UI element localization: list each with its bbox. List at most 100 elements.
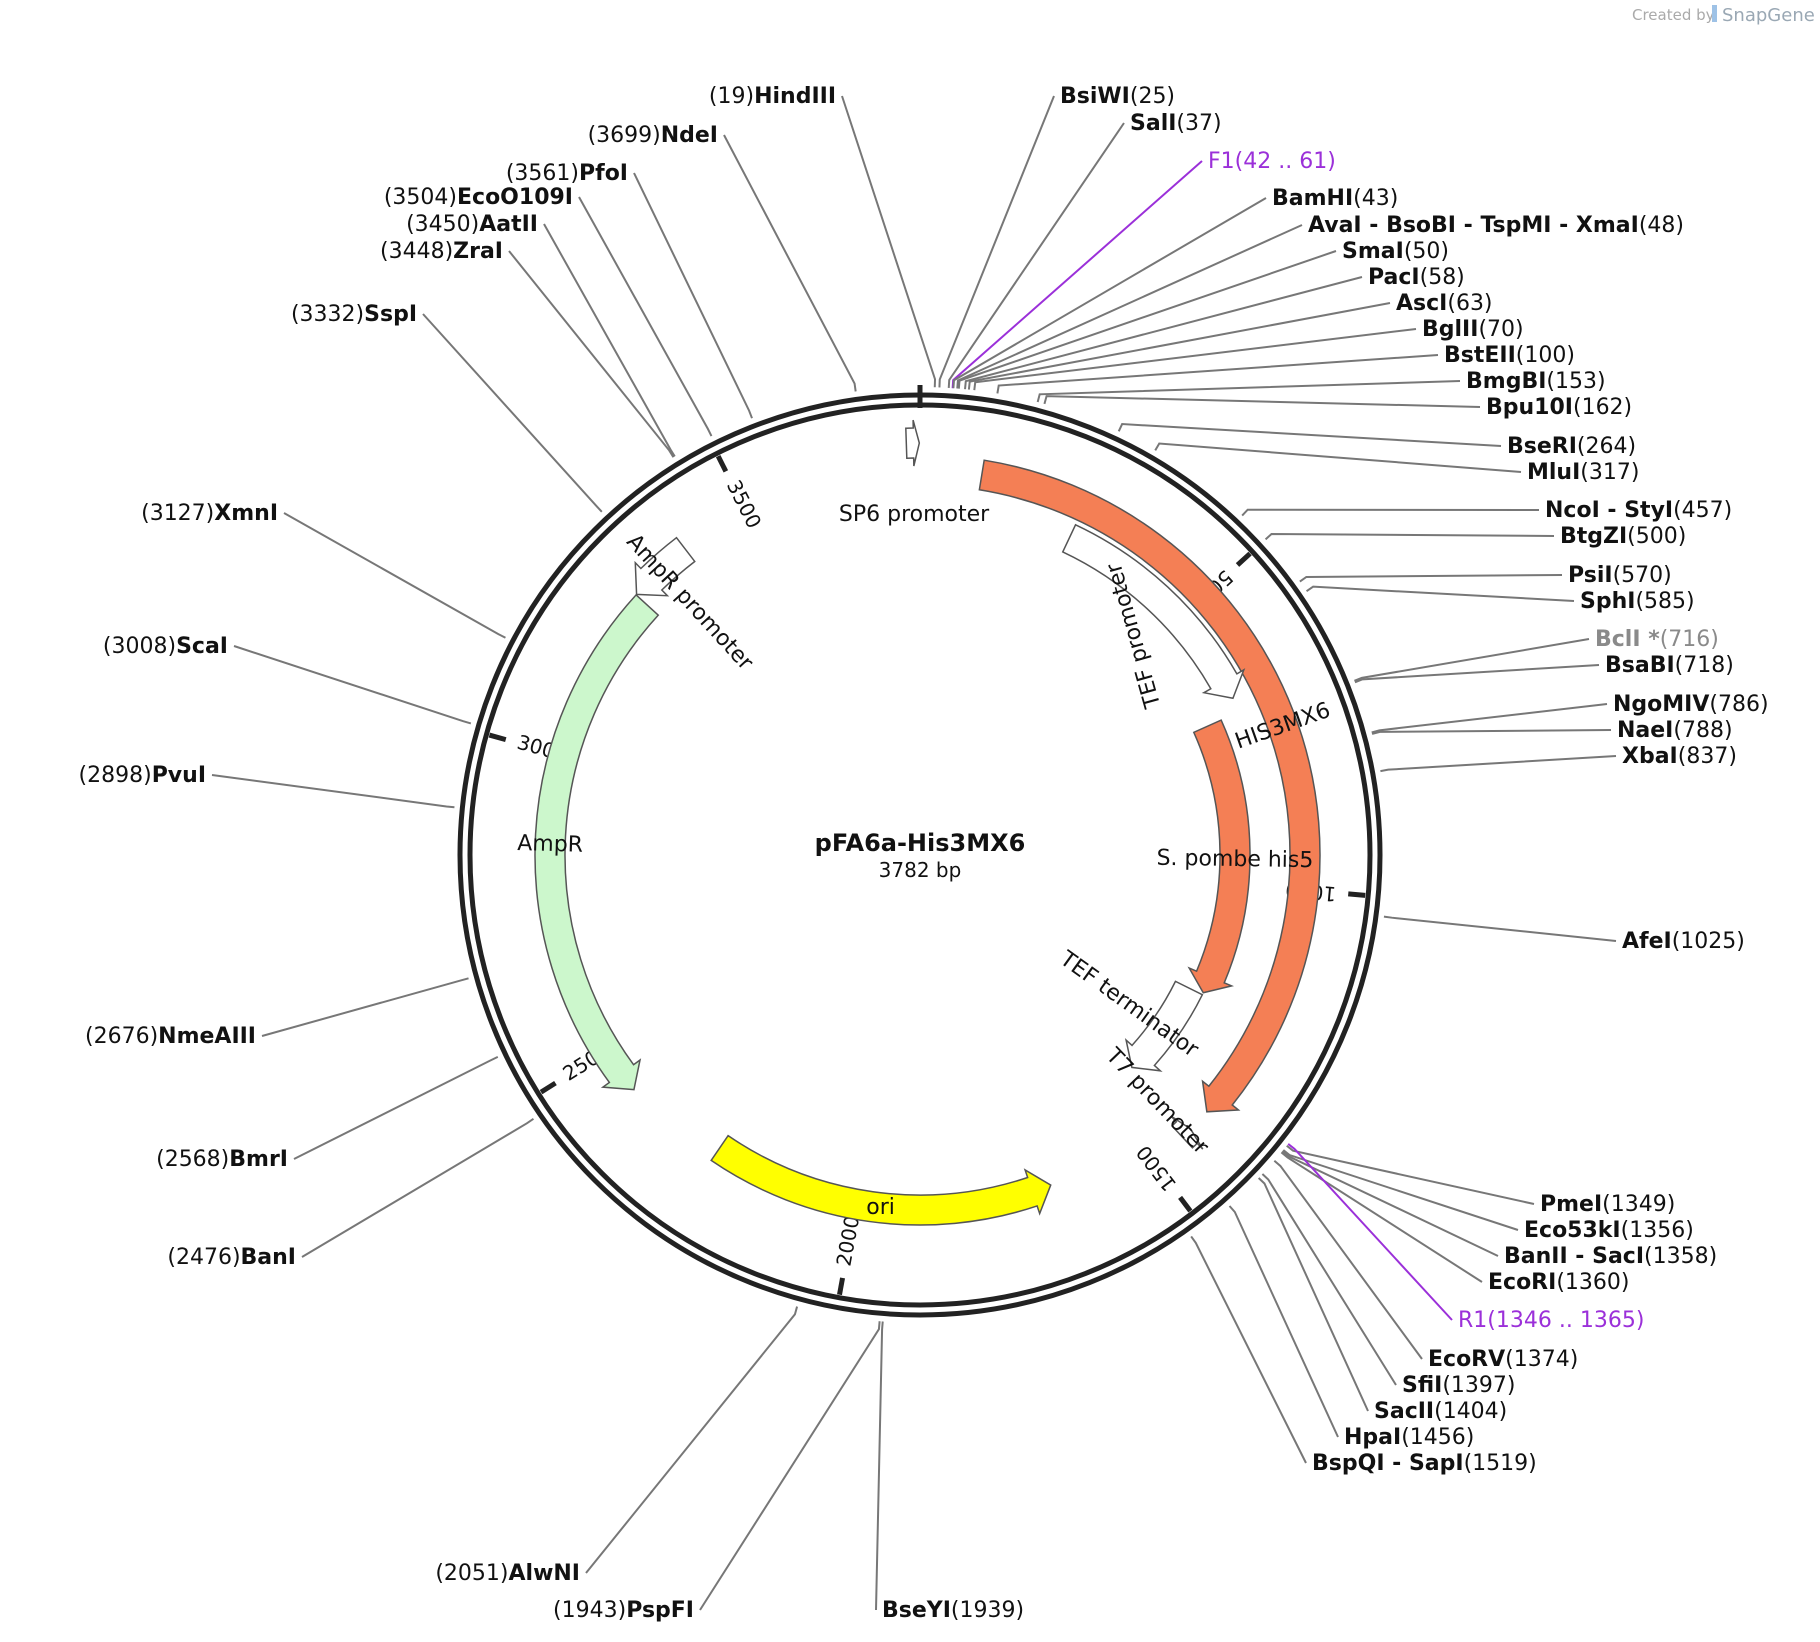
site-enzyme-name: NaeI: [1617, 718, 1673, 743]
site-position: (1358): [1644, 1244, 1717, 1269]
site-r1[interactable]: R1(1346 .. 1365): [1287, 1143, 1644, 1333]
site-position: (50): [1404, 239, 1449, 264]
site-bsteii[interactable]: BstEII(100): [996, 343, 1575, 394]
site-pvui[interactable]: (2898)PvuI: [79, 763, 455, 809]
site-position: (3332): [291, 302, 364, 327]
site-position: (25): [1130, 84, 1175, 109]
site-hpai[interactable]: HpaI(1456): [1228, 1205, 1475, 1450]
site-leader-line: [967, 302, 1391, 390]
site-label: (19)HindIII: [709, 84, 836, 109]
site-enzyme-name: BanII - SacI: [1504, 1244, 1644, 1269]
site-position: (63): [1447, 291, 1492, 316]
site-bmgbi[interactable]: BmgBI(153): [1036, 369, 1606, 403]
site-hindiii[interactable]: (19)HindIII: [709, 84, 937, 388]
site-leader-line: [233, 645, 472, 725]
site-label: (3504)EcoO109I: [384, 185, 573, 210]
site-sacii[interactable]: SacII(1404): [1257, 1177, 1508, 1424]
site-position: (3561): [506, 161, 579, 186]
site-position: (1939): [951, 1598, 1024, 1623]
site-bsiwi[interactable]: BsiWI(25): [938, 84, 1175, 388]
site-aatii[interactable]: (3450)AatII: [406, 212, 676, 457]
site-ndei[interactable]: (3699)NdeI: [588, 123, 857, 392]
site-label: SphI(585): [1580, 589, 1695, 614]
site-leader-line: [1043, 395, 1481, 408]
site-enzyme-name: PsiI: [1568, 563, 1613, 588]
site-label: (2051)AlwNI: [435, 1561, 580, 1586]
site-leader-line: [1371, 703, 1608, 734]
site-bglii[interactable]: BglII(70): [973, 317, 1524, 391]
site-position: (3127): [141, 501, 214, 526]
site-afei[interactable]: AfeI(1025): [1383, 915, 1745, 954]
site-enzyme-name: NcoI - StyI: [1545, 498, 1673, 523]
site-label: AvaI - BsoBI - TspMI - XmaI(48): [1308, 213, 1684, 238]
site-scai[interactable]: (3008)ScaI: [103, 634, 472, 725]
site-position: (2568): [156, 1147, 229, 1172]
site-bani[interactable]: (2476)BanI: [167, 1118, 535, 1270]
site-leader-line: [956, 224, 1303, 389]
site-position: (70): [1478, 317, 1523, 342]
site-bmri[interactable]: (2568)BmrI: [156, 1056, 499, 1172]
site-label: SfiI(1397): [1402, 1373, 1516, 1398]
site-label: (2898)PvuI: [79, 763, 206, 788]
site-mlui[interactable]: MluI(317): [1154, 442, 1639, 485]
site-sfii[interactable]: SfiI(1397): [1261, 1173, 1516, 1398]
site-label: R1(1346 .. 1365): [1458, 1308, 1644, 1333]
site-ecori[interactable]: EcoRI(1360): [1280, 1151, 1629, 1295]
site-label: F1(42 .. 61): [1208, 149, 1336, 174]
site-bspqi-sapi[interactable]: BspQI - SapI(1519): [1190, 1235, 1537, 1476]
site-alwni[interactable]: (2051)AlwNI: [435, 1306, 799, 1586]
site-paci[interactable]: PacI(58): [964, 265, 1465, 390]
feature-arrow-sp6-promoter: [905, 419, 921, 467]
site-enzyme-name: Eco53kI: [1524, 1218, 1621, 1243]
site-bamhi[interactable]: BamHI(43): [952, 186, 1398, 389]
site-ncoi-styi[interactable]: NcoI - StyI(457): [1241, 498, 1732, 523]
site-leader-line: [543, 223, 676, 457]
site-xbai[interactable]: XbaI(837): [1380, 744, 1737, 773]
site-smai[interactable]: SmaI(50): [957, 239, 1449, 389]
site-bcli[interactable]: BclI *(716): [1354, 627, 1719, 682]
site-position: (42 .. 61): [1235, 149, 1336, 174]
site-xmni[interactable]: (3127)XmnI: [141, 501, 506, 639]
site-label: HpaI(1456): [1344, 1425, 1474, 1450]
site-pfoi[interactable]: (3561)PfoI: [506, 161, 753, 419]
site-position: (264): [1577, 434, 1636, 459]
site-pspfi[interactable]: (1943)PspFI: [553, 1321, 881, 1623]
site-pmei[interactable]: PmeI(1349): [1286, 1144, 1676, 1217]
site-enzyme-name: SphI: [1580, 589, 1635, 614]
site-leader-line: [1281, 1150, 1499, 1257]
site-zrai[interactable]: (3448)ZraI: [380, 239, 675, 458]
site-eco53ki[interactable]: Eco53kI(1356): [1282, 1149, 1694, 1243]
site-label: SmaI(50): [1342, 239, 1449, 264]
site-nmeaiii[interactable]: (2676)NmeAIII: [85, 977, 469, 1049]
site-ecorv[interactable]: EcoRV(1374): [1273, 1159, 1578, 1372]
site-sphi[interactable]: SphI(585): [1305, 585, 1695, 614]
tick-2000: [837, 1277, 846, 1296]
site-label: BamHI(43): [1272, 186, 1398, 211]
site-btgzi[interactable]: BtgZI(500): [1264, 524, 1687, 549]
site-label: (3127)XmnI: [141, 501, 278, 526]
site-position: (837): [1678, 744, 1737, 769]
site-sali[interactable]: SalI(37): [947, 111, 1222, 388]
site-leader-line: [875, 1321, 884, 1611]
site-bsabi[interactable]: BsaBI(718): [1354, 653, 1734, 684]
site-bpu10i[interactable]: Bpu10I(162): [1043, 395, 1632, 420]
site-enzyme-name: BmgBI: [1466, 369, 1546, 394]
site-label: BanII - SacI(1358): [1504, 1244, 1717, 1269]
site-bseri[interactable]: BseRI(264): [1117, 423, 1636, 459]
site-leader-line: [422, 313, 603, 513]
site-ecoo109i[interactable]: (3504)EcoO109I: [384, 185, 713, 437]
site-psii[interactable]: PsiI(570): [1299, 563, 1672, 588]
site-asci[interactable]: AscI(63): [967, 291, 1493, 390]
site-label: BseYI(1939): [882, 1598, 1024, 1623]
site-enzyme-name: ScaI: [176, 634, 228, 659]
site-avai-bsobi-tspmi-xmai[interactable]: AvaI - BsoBI - TspMI - XmaI(48): [956, 213, 1684, 389]
site-naei[interactable]: NaeI(788): [1371, 718, 1733, 743]
site-bseyi[interactable]: BseYI(1939): [875, 1321, 1024, 1623]
site-position: (153): [1546, 369, 1605, 394]
site-label: BsiWI(25): [1060, 84, 1175, 109]
site-ngomiv[interactable]: NgoMIV(786): [1371, 692, 1769, 734]
site-leader-line: [293, 1056, 499, 1160]
site-sspi[interactable]: (3332)SspI: [291, 302, 603, 513]
site-banii-saci[interactable]: BanII - SacI(1358): [1281, 1150, 1717, 1269]
